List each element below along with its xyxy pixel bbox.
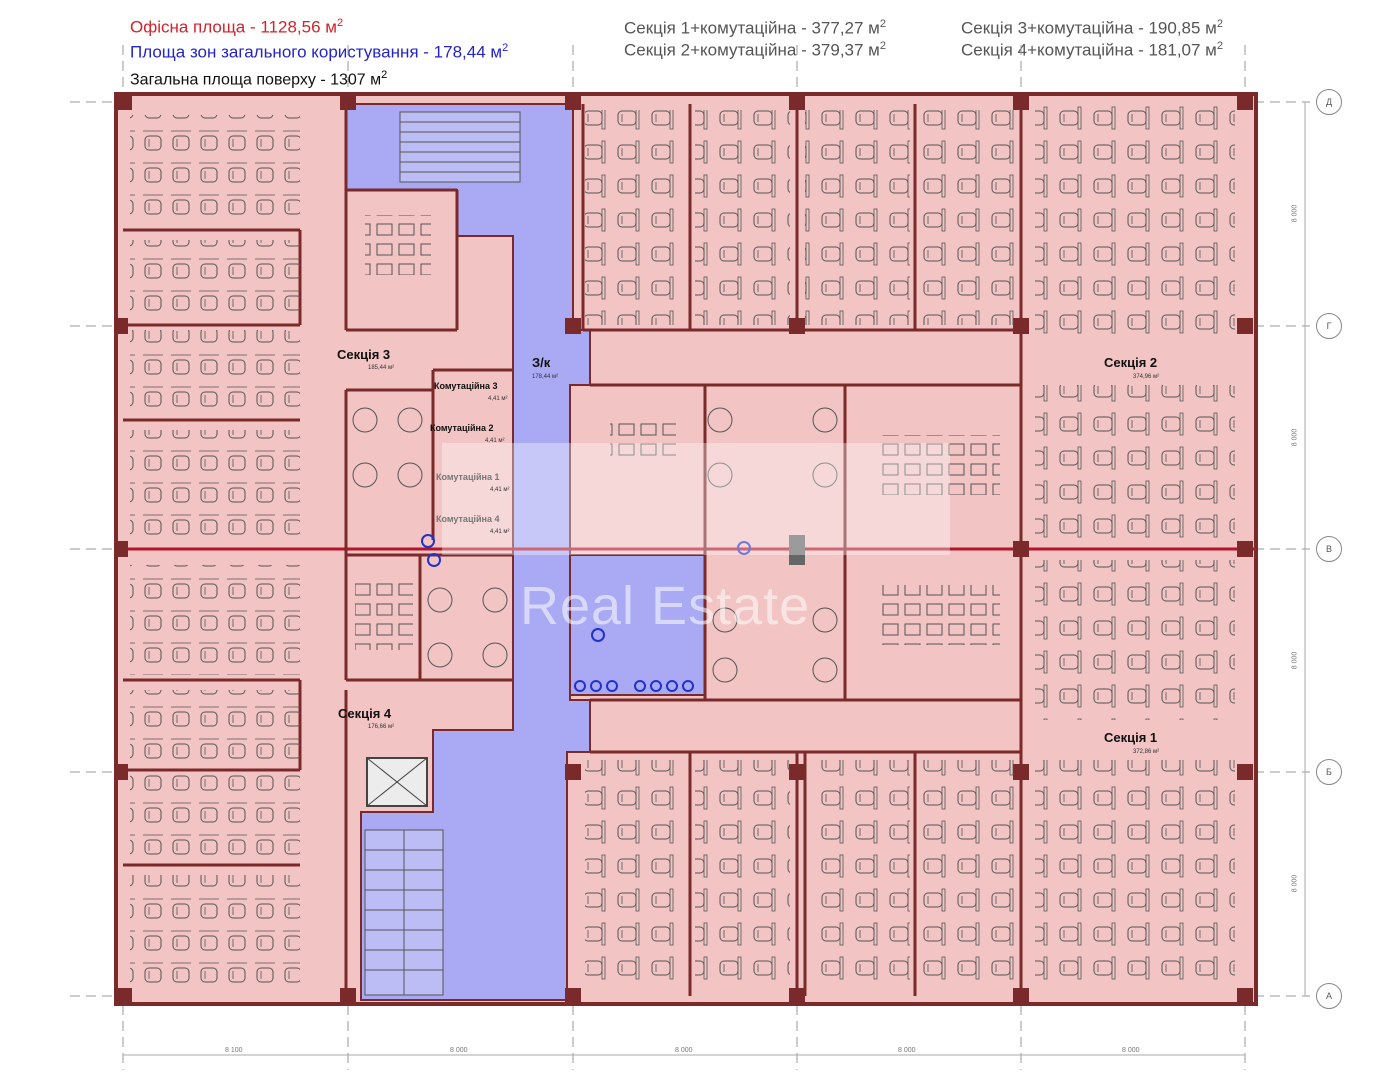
total-area-text: Загальна площа поверху - 1307 м [130,71,382,89]
legend-total-area: Загальна площа поверху - 1307 м2 [130,69,388,89]
axis-row-v: В [1316,536,1342,562]
label-section3: Секція 3 [337,347,391,362]
area-switch1: 4,41 м² [490,487,510,493]
legend-section2: Секція 2+комутаційна - 379,37 м2 [624,40,886,60]
label-section2: Секція 2 [1104,355,1158,370]
label-section1: Секція 1 [1104,730,1158,745]
legend-section4: Секція 4+комутаційна - 181,07 м2 [961,40,1223,60]
watermark: Real Estate [520,576,811,636]
axis-row-d: Д [1316,89,1342,115]
common-area-text: Площа зон загального користування - 178,… [130,42,503,62]
area-section1: 372,86 м² [1133,749,1160,755]
dim-v-1: 8 000 [1291,204,1299,223]
dim-h-5: 8 000 [1122,1047,1140,1054]
legend-section3: Секція 3+комутаційна - 190,85 м2 [961,18,1223,38]
watermark-box [442,443,950,555]
legend-common-area: Площа зон загального користування - 178,… [130,42,509,62]
desk-areas [130,105,1235,990]
label-switch4: Комутаційна 4 [436,514,500,524]
label-switch2: Комутаційна 2 [430,423,494,433]
area-switch3: 4,41 м² [488,396,508,402]
area-section4: 176,66 м² [368,724,395,730]
area-corridor: 178,44 м² [532,374,559,380]
axis-row-g: Г [1316,313,1342,339]
office-area-text: Офісна площа - 1128,56 м [130,17,337,37]
dim-h-1: 8 100 [225,1047,243,1054]
dim-h-3: 8 000 [675,1047,693,1054]
wc-fixtures [421,534,751,692]
dim-v-2: 8 000 [1291,428,1299,447]
dim-h-2: 8 000 [450,1047,468,1054]
axis-row-a: А [1316,983,1342,1009]
round-tables [352,407,838,683]
area-switch4: 4,41 м² [490,529,510,535]
dim-v-3: 8 000 [1291,651,1299,670]
stair-top [399,111,521,183]
axis-row-b: Б [1316,759,1342,785]
area-section3: 185,44 м² [368,365,395,371]
dimension-lines [123,102,1306,1056]
label-corridor: З/к [532,355,551,370]
label-switch1: Комутаційна 1 [436,472,500,482]
columns [116,94,1253,1004]
label-section4: Секція 4 [338,706,392,721]
dim-v-4: 8 000 [1291,874,1299,893]
dim-h-4: 8 000 [898,1047,916,1054]
legend-section1: Секція 1+комутаційна - 377,27 м2 [624,18,886,38]
area-switch2: 4,41 м² [485,438,505,444]
label-switch3: Комутаційна 3 [434,381,498,391]
legend-office-area: Офісна площа - 1128,56 м2 [130,17,344,37]
area-section2: 374,96 м² [1133,374,1160,380]
